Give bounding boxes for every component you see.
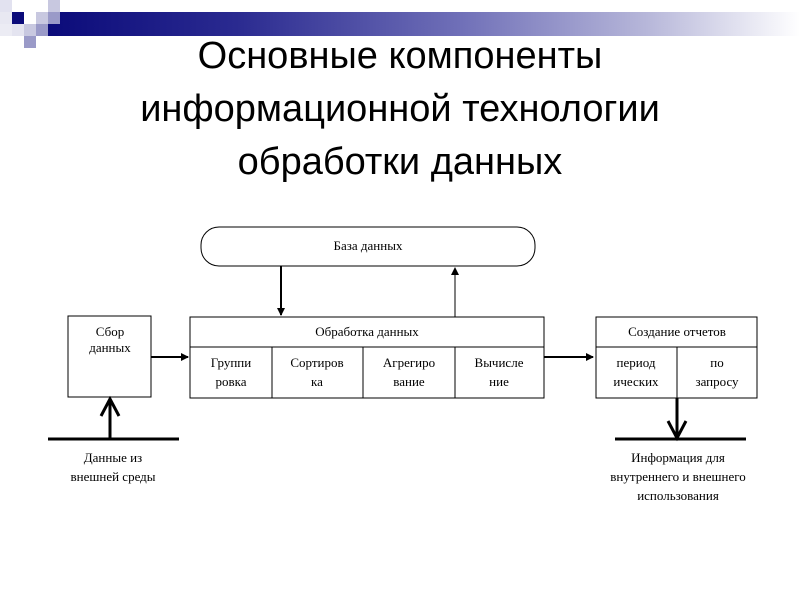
decor-square bbox=[12, 12, 24, 24]
input-arrow-head-icon bbox=[99, 395, 121, 417]
reports-node: Создание отчетов период ических по запро… bbox=[595, 316, 758, 399]
output-label-line: внутреннего и внешнего bbox=[610, 469, 745, 484]
database-label: База данных bbox=[334, 238, 403, 253]
title-line: Основные компоненты bbox=[197, 35, 603, 77]
decor-square bbox=[0, 12, 12, 24]
processing-cell-sorting: Сортиров bbox=[290, 355, 343, 370]
external-input: Данные из внешней среды bbox=[48, 395, 179, 484]
collection-label-line: Сбор bbox=[96, 324, 124, 339]
reports-cell-periodic: период bbox=[617, 355, 656, 370]
decor-square bbox=[24, 36, 36, 48]
reports-cell-periodic: ических bbox=[613, 374, 659, 389]
decor-square bbox=[36, 24, 48, 36]
input-label-line: Данные из bbox=[84, 450, 142, 465]
input-label-line: внешней среды bbox=[70, 469, 155, 484]
header-gradient-band bbox=[48, 12, 800, 36]
processing-cell-grouping: Группи bbox=[211, 355, 251, 370]
data-collection-node: Сбор данных bbox=[67, 315, 152, 398]
processing-cell-grouping: ровка bbox=[215, 374, 246, 389]
decor-square bbox=[0, 24, 12, 36]
processing-cell-sorting: ка bbox=[311, 374, 323, 389]
collection-label-line: данных bbox=[89, 340, 131, 355]
database-node: База данных bbox=[200, 226, 536, 267]
processing-node: Обработка данных Группи ровка Сортиров к… bbox=[189, 316, 545, 399]
decor-square bbox=[12, 24, 24, 36]
processing-cell-calculation: ние bbox=[489, 374, 509, 389]
reports-header: Создание отчетов bbox=[628, 324, 726, 339]
processing-header: Обработка данных bbox=[315, 324, 419, 339]
output-label-line: Информация для bbox=[631, 450, 725, 465]
decor-square bbox=[0, 0, 12, 12]
reports-cell-on-request: по bbox=[710, 355, 723, 370]
processing-cell-calculation: Вычисле bbox=[475, 355, 524, 370]
decor-square bbox=[48, 12, 60, 24]
decor-square bbox=[48, 0, 60, 12]
title-line: информационной технологии bbox=[140, 88, 660, 130]
decor-square bbox=[24, 24, 36, 36]
processing-cell-aggregation: Агрегиро bbox=[383, 355, 435, 370]
decor-square bbox=[36, 12, 48, 24]
title-line: обработки данных bbox=[237, 141, 563, 183]
information-output: Информация для внутреннего и внешнего ис… bbox=[610, 398, 746, 503]
reports-cell-on-request: запросу bbox=[695, 374, 739, 389]
output-label-line: использования bbox=[637, 488, 719, 503]
processing-cell-aggregation: вание bbox=[393, 374, 425, 389]
slide-title: Основные компоненты информационной техно… bbox=[0, 30, 800, 189]
